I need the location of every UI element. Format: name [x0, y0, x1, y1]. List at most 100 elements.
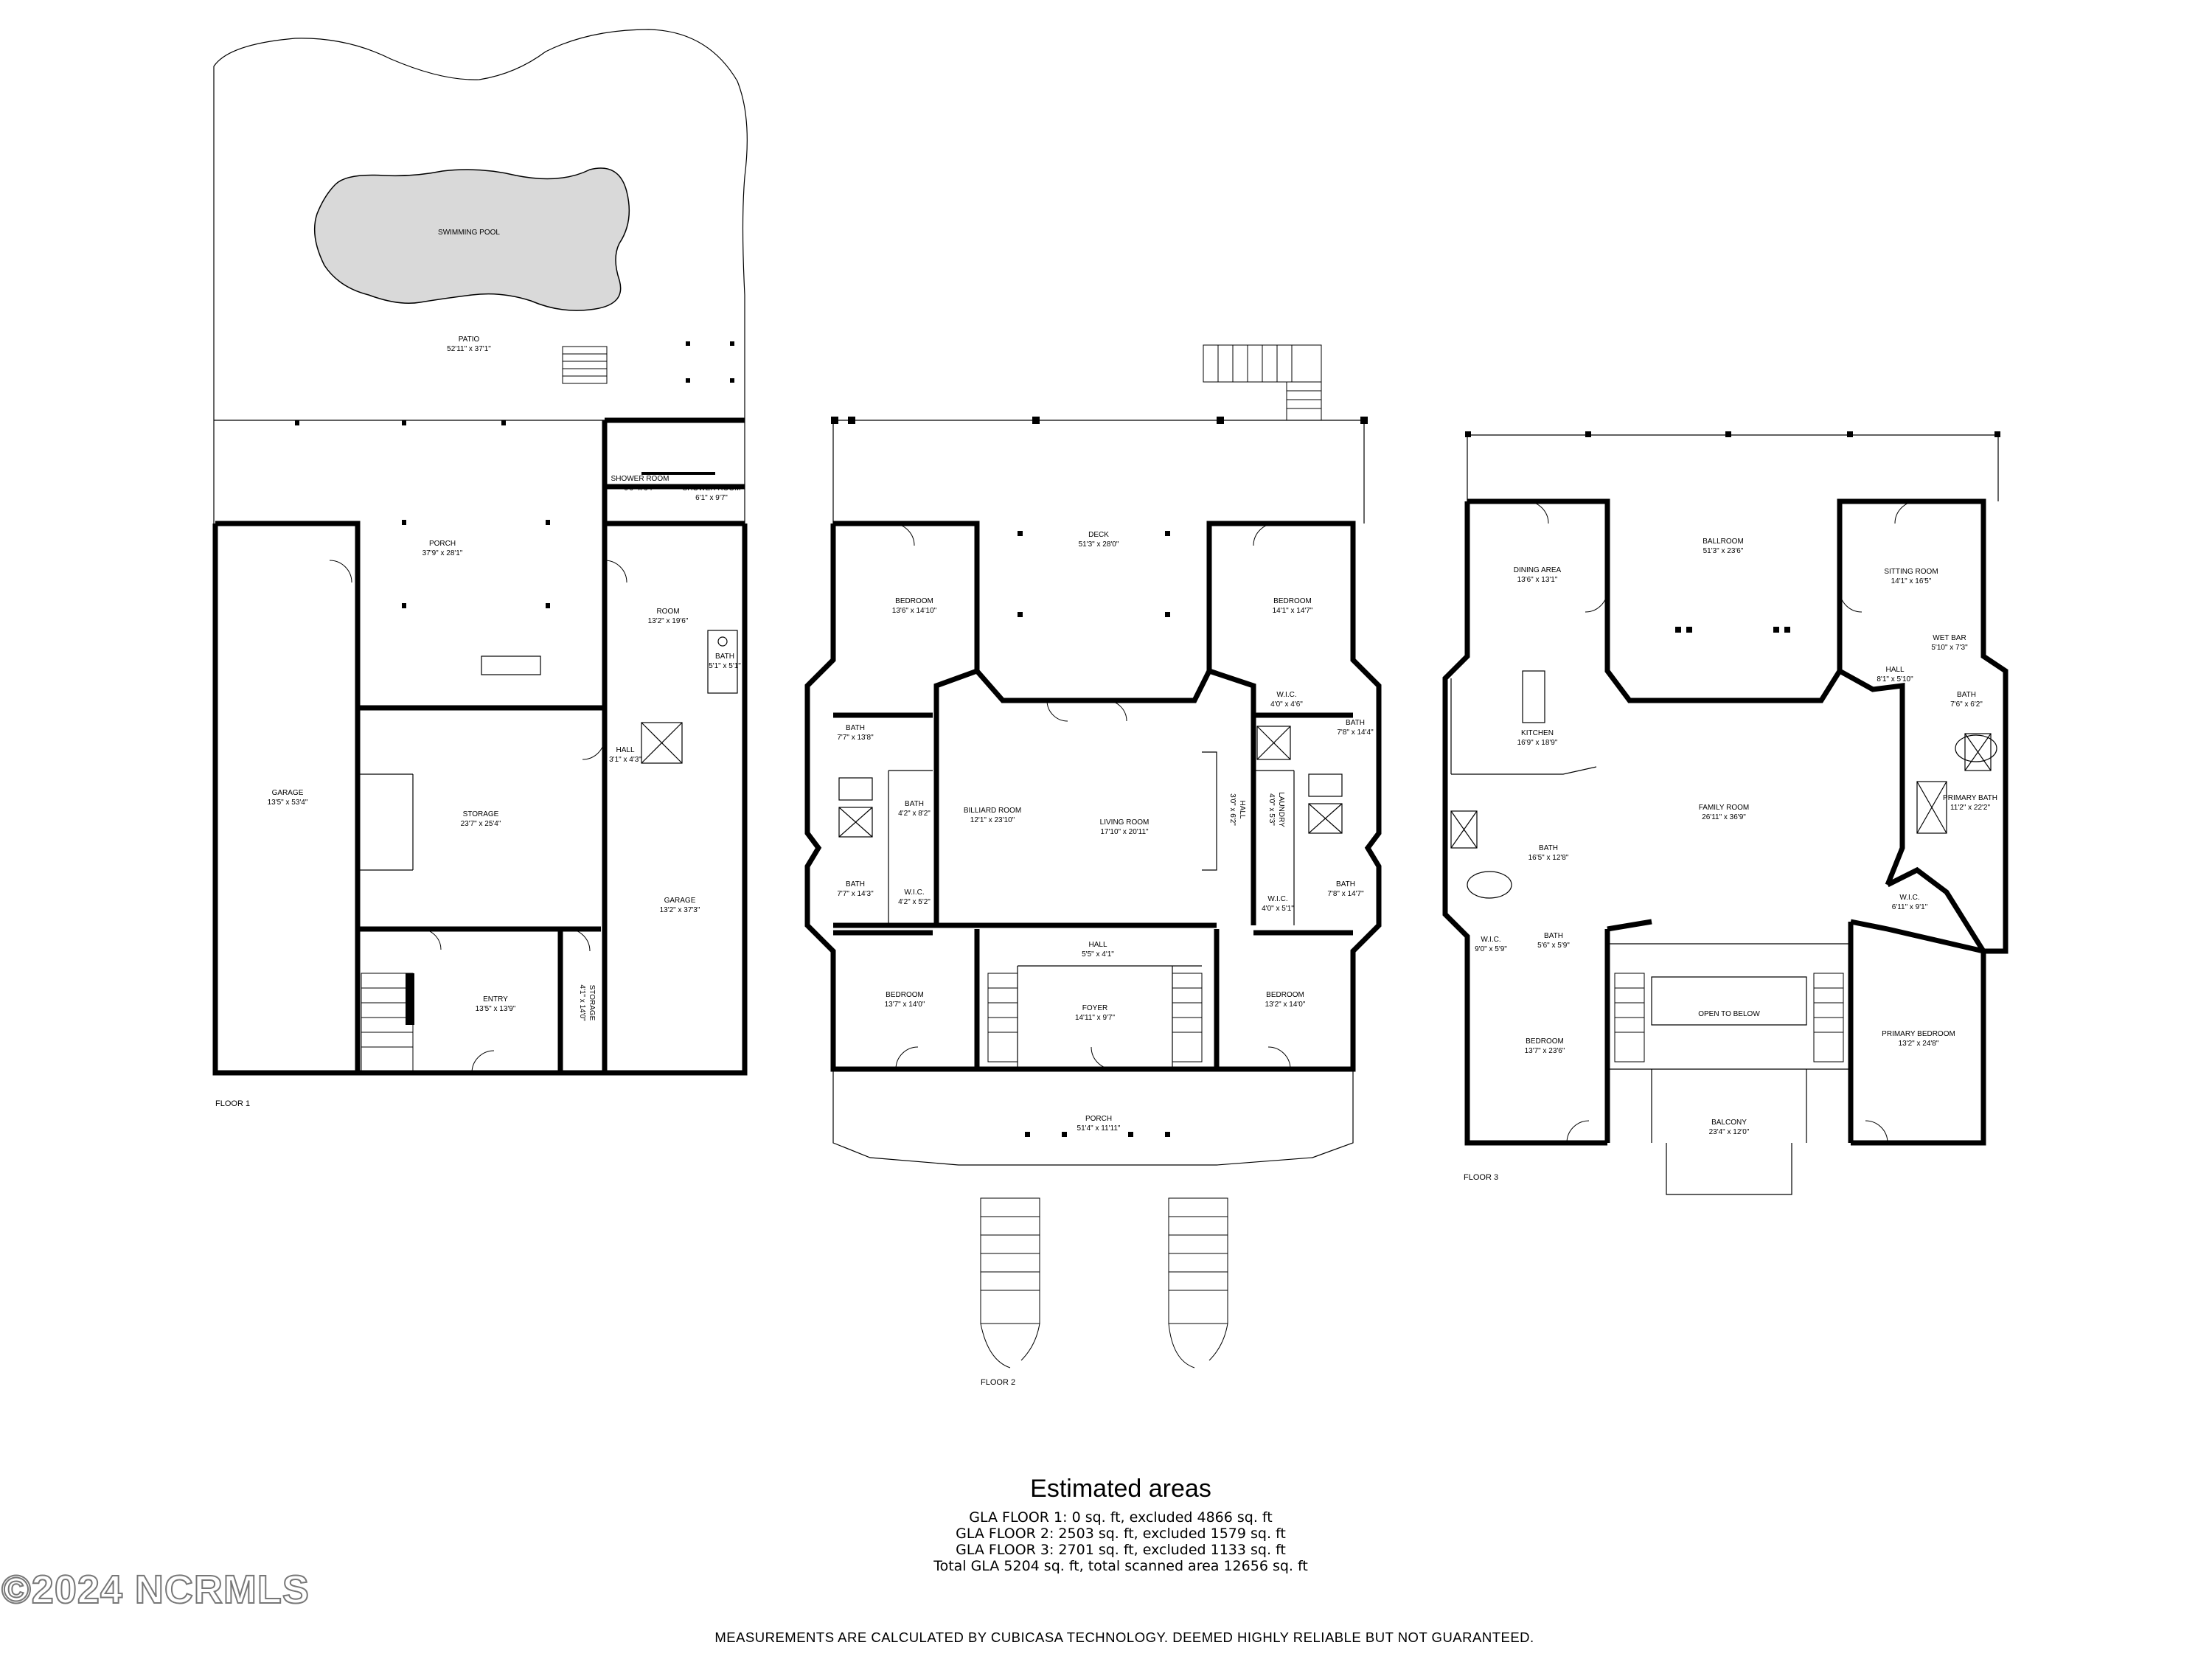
f2-label-hall-v: HALL — [1238, 800, 1246, 818]
f1-label-entry: ENTRY — [483, 995, 508, 1004]
floor-1-plan: SWIMMING POOL PATIO 52'11" x 37'1" PORCH… — [212, 29, 748, 1108]
f2-dims-bedroom-sw: 13'7" x 14'0" — [885, 1001, 925, 1009]
f2-label-bath-e2: BATH — [1336, 880, 1355, 888]
f1-label-bath: BATH — [715, 653, 734, 661]
f3-label-primary-bath: PRIMARY BATH — [1943, 794, 1997, 802]
f3-label-bath-ne: BATH — [1957, 691, 1976, 699]
f3-dims-bath-small: 5'6" x 5'9" — [1537, 942, 1570, 950]
f3-label-wic-w: W.I.C. — [1481, 936, 1500, 944]
f1-label-storage: STORAGE — [463, 810, 499, 818]
estimated-areas-title: Estimated areas — [1030, 1475, 1211, 1503]
f1-label-garage-right: GARAGE — [664, 897, 696, 905]
f1-label-patio: PATIO — [459, 335, 480, 344]
f1-label-porch: PORCH — [429, 540, 456, 548]
f2-dims-hall-v: 3'0" x 6'2" — [1228, 793, 1237, 826]
f3-dims-wic-w: 9'0" x 5'9" — [1475, 945, 1507, 953]
f2-dims-wic-ne: 4'0" x 4'6" — [1270, 700, 1303, 709]
f1-dims-shower-room-1: 6'9" x 9'7" — [624, 484, 656, 493]
f2-dims-wic-w: 4'2" x 5'2" — [898, 898, 931, 906]
f1-label-garage-left: GARAGE — [272, 789, 304, 797]
estimated-areas-line: Total GLA 5204 sq. ft, total scanned are… — [933, 1558, 1308, 1574]
f3-label-ballroom: BALLROOM — [1703, 538, 1744, 546]
f1-label-room: ROOM — [656, 608, 679, 616]
f2-label-wic-ne: W.I.C. — [1276, 691, 1296, 699]
f3-label-wet-bar: WET BAR — [1933, 634, 1966, 642]
f2-dims-bath-e1: 7'8" x 14'4" — [1337, 728, 1374, 737]
f3-label-sitting-room: SITTING ROOM — [1884, 568, 1938, 576]
floor-2-plan: DECK 51'3" x 28'0" BEDROOM 13'6" x 14'10… — [804, 344, 1382, 1387]
f2-label-bath-w-small: BATH — [905, 800, 924, 808]
f3-label-dining-area: DINING AREA — [1514, 566, 1562, 574]
f2-dims-bath-w-small: 4'2" x 8'2" — [898, 810, 931, 818]
f1-dims-storage-small: 4'1" x 14'0" — [578, 984, 586, 1021]
deck-stair — [1203, 344, 1322, 421]
f2-label-bath-w2: BATH — [846, 880, 865, 888]
f2-label-laundry: LAUNDRY — [1277, 792, 1285, 827]
f3-dims-family-room: 26'11" x 36'9" — [1702, 813, 1746, 821]
entry-stair — [361, 973, 414, 1074]
floor-1-label: FLOOR 1 — [215, 1099, 250, 1108]
f3-dims-bath-ne: 7'6" x 6'2" — [1950, 700, 1983, 709]
f1-dims-garage-right: 13'2" x 37'3" — [660, 906, 700, 914]
f1-dims-bath: 5'1" x 5'1" — [709, 662, 741, 670]
f2-dims-wic-e2: 4'0" x 5'1" — [1262, 905, 1294, 913]
patio-stair — [562, 346, 608, 384]
f3-label-bath-w: BATH — [1539, 844, 1558, 852]
f3-dims-ballroom: 51'3" x 23'6" — [1703, 547, 1744, 555]
measurement-disclaimer: MEASUREMENTS ARE CALCULATED BY CUBICASA … — [714, 1630, 1534, 1645]
f2-dims-bath-e2: 7'8" x 14'7" — [1327, 890, 1364, 898]
f3-label-bath-small: BATH — [1544, 932, 1563, 940]
f3-dims-wet-bar: 5'10" x 7'3" — [1931, 644, 1968, 652]
f3-dims-hall: 8'1" x 5'10" — [1877, 675, 1913, 684]
f1-dims-storage: 23'7" x 25'4" — [461, 820, 501, 828]
f2-dims-living-room: 17'10" x 20'11" — [1100, 828, 1149, 836]
f2-dims-deck: 51'3" x 28'0" — [1079, 540, 1119, 549]
f2-label-wic-e2: W.I.C. — [1267, 895, 1287, 903]
f2-dims-bath-w1: 7'7" x 13'8" — [837, 734, 874, 742]
floor-1-walls — [212, 417, 748, 1076]
f3-label-kitchen: KITCHEN — [1521, 729, 1554, 737]
f2-label-hall: HALL — [1088, 941, 1107, 949]
f3-label-bedroom: BEDROOM — [1526, 1037, 1564, 1046]
f3-dims-wic-e: 6'11" x 9'1" — [1892, 903, 1928, 911]
copyright-watermark: ©2024 NCRMLS — [1, 1567, 310, 1613]
f2-label-porch: PORCH — [1085, 1115, 1112, 1123]
f1-dims-room: 13'2" x 19'6" — [648, 617, 689, 625]
f2-dims-billiard-room: 12'1" x 23'10" — [970, 816, 1015, 824]
f2-dims-porch: 51'4" x 11'11" — [1077, 1124, 1121, 1133]
f1-dims-porch: 37'9" x 28'1" — [422, 549, 463, 557]
f2-dims-laundry: 4'0" x 5'3" — [1267, 793, 1276, 826]
f1-label-storage-small: STORAGE — [588, 985, 596, 1021]
f3-dims-primary-bedroom: 13'2" x 24'8" — [1899, 1040, 1939, 1048]
f3-label-wic-e: W.I.C. — [1899, 894, 1919, 902]
floor-2-walls — [804, 521, 1382, 1072]
swimming-pool-shape — [313, 167, 630, 311]
floor-3-plan: DINING AREA 13'6" x 13'1" BALLROOM 51'3"… — [1442, 431, 2008, 1195]
f3-dims-bedroom: 13'7" x 23'6" — [1525, 1047, 1565, 1055]
f1-dims-shower-room-2: 6'1" x 9'7" — [695, 494, 728, 502]
f3-label-balcony: BALCONY — [1711, 1119, 1747, 1127]
f2-dims-bedroom-se: 13'2" x 14'0" — [1265, 1001, 1306, 1009]
f2-label-bedroom-sw: BEDROOM — [886, 991, 924, 999]
patio-outline — [213, 29, 748, 420]
f3-dims-kitchen: 16'9" x 18'9" — [1517, 739, 1558, 747]
f1-dims-garage-left: 13'5" x 53'4" — [268, 799, 308, 807]
f2-dims-bedroom-ne: 14'1" x 14'7" — [1273, 607, 1313, 615]
f2-dims-foyer: 14'11" x 9'7" — [1075, 1014, 1116, 1022]
floor-3-walls — [1442, 498, 2008, 1146]
f3-dims-primary-bath: 11'2" x 22'2" — [1950, 804, 1991, 812]
floor-3-label: FLOOR 3 — [1464, 1173, 1498, 1182]
f3-dims-bath-w: 16'5" x 12'8" — [1528, 854, 1569, 862]
f2-label-bedroom-se: BEDROOM — [1266, 991, 1304, 999]
f1-label-shower-room-2: SHOWER ROOM — [683, 484, 741, 493]
f3-label-hall: HALL — [1885, 666, 1904, 674]
f2-dims-hall: 5'5" x 4'1" — [1082, 950, 1114, 959]
f1-label-swimming-pool: SWIMMING POOL — [438, 229, 500, 237]
f1-label-shower-room-1: SHOWER ROOM — [611, 475, 669, 483]
f2-label-foyer: FOYER — [1082, 1004, 1107, 1012]
estimated-areas-line: GLA FLOOR 3: 2701 sq. ft, excluded 1133 … — [956, 1542, 1286, 1558]
f2-label-living-room: LIVING ROOM — [1100, 818, 1150, 827]
f1-dims-entry: 13'5" x 13'9" — [476, 1005, 516, 1013]
f3-dims-dining-area: 13'6" x 13'1" — [1517, 576, 1558, 584]
f3-label-open-to-below: OPEN TO BELOW — [1698, 1010, 1760, 1018]
